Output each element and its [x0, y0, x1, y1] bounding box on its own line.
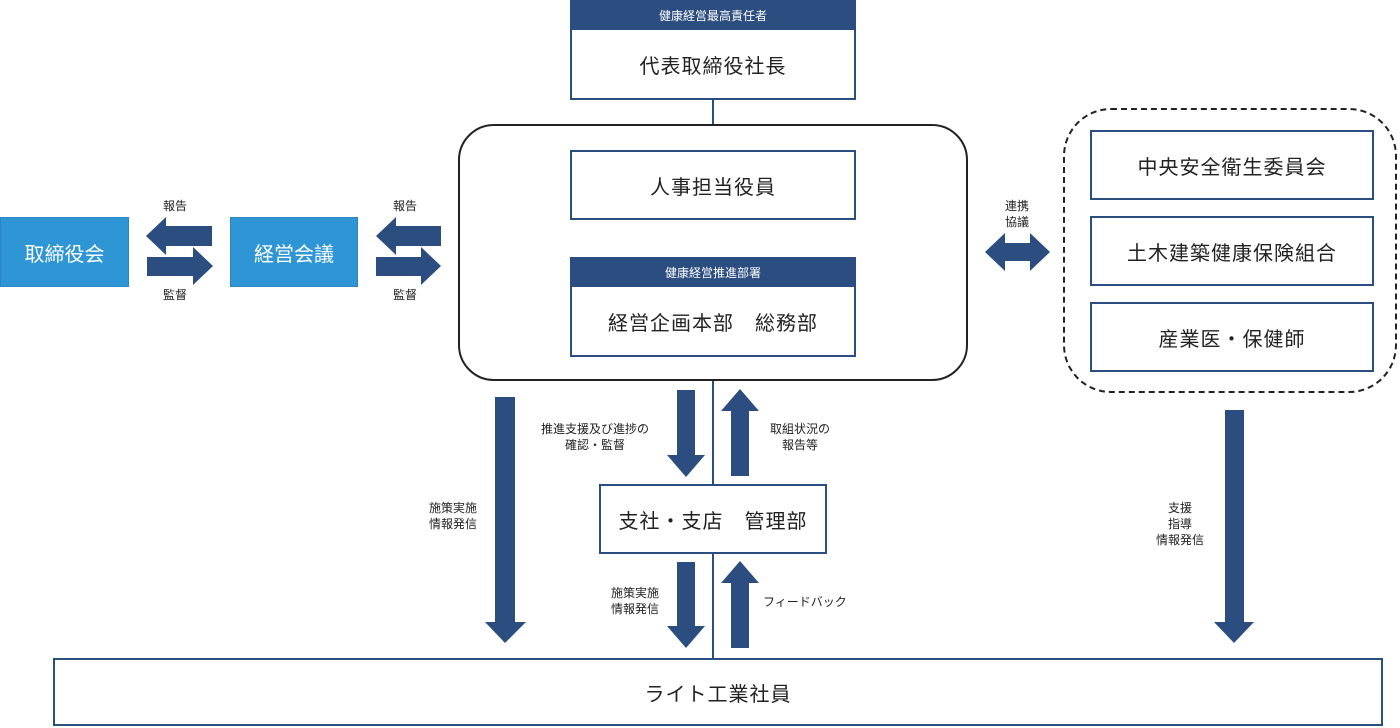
connector-line-top [712, 100, 714, 125]
arrow-supervise-right-1 [147, 247, 213, 285]
arrow-policy-mid-down [667, 562, 705, 648]
support-label: 支援 指導 情報発信 [1155, 501, 1204, 547]
report-label-1: 報告 [162, 199, 187, 213]
feedback-label: フィードバック [763, 595, 847, 609]
arrow-support-right-down [1214, 410, 1254, 643]
report-label-2: 報告 [392, 199, 417, 213]
policy-label-left: 施策実施 情報発信 [428, 501, 477, 531]
arrow-report-left-1 [146, 217, 212, 255]
policy-label-mid: 施策実施 情報発信 [610, 586, 659, 616]
branch-box: 支社・支店 管理部 [599, 484, 827, 554]
promo-header: 健康経営推進部署 [570, 257, 856, 287]
connector-line-mid [712, 380, 714, 484]
arrow-feedback-up [721, 561, 759, 648]
down-label: 推進支援及び進捗の 確認・監督 [540, 422, 649, 452]
arrow-link-double [985, 233, 1050, 271]
partner-item-insurance: 土木建築健康保険組合 [1090, 216, 1374, 286]
arrow-policy-left-down [485, 397, 526, 643]
arrow-support-down [667, 390, 705, 477]
arrow-report-left-2 [376, 217, 441, 255]
hr-officer-box: 人事担当役員 [570, 150, 856, 220]
arrow-report-up [721, 389, 759, 476]
partner-item-safety: 中央安全衛生委員会 [1090, 130, 1374, 200]
connector-line-low [712, 554, 714, 658]
up-label: 取組状況の 報告等 [769, 422, 830, 452]
employees-box: ライト工業社員 [53, 658, 1383, 726]
supervise-label-1: 監督 [162, 288, 187, 302]
promo-body-box: 経営企画本部 総務部 [570, 287, 856, 357]
partner-item-doctor: 産業医・保健師 [1090, 302, 1374, 372]
arrow-supervise-right-2 [376, 247, 441, 285]
council-box: 経営会議 [230, 217, 358, 287]
top-header: 健康経営最高責任者 [570, 0, 856, 30]
link-label: 連携 協議 [1004, 199, 1029, 229]
board-box: 取締役会 [0, 217, 129, 287]
supervise-label-2: 監督 [392, 288, 417, 302]
ceo-box: 代表取締役社長 [570, 30, 856, 100]
